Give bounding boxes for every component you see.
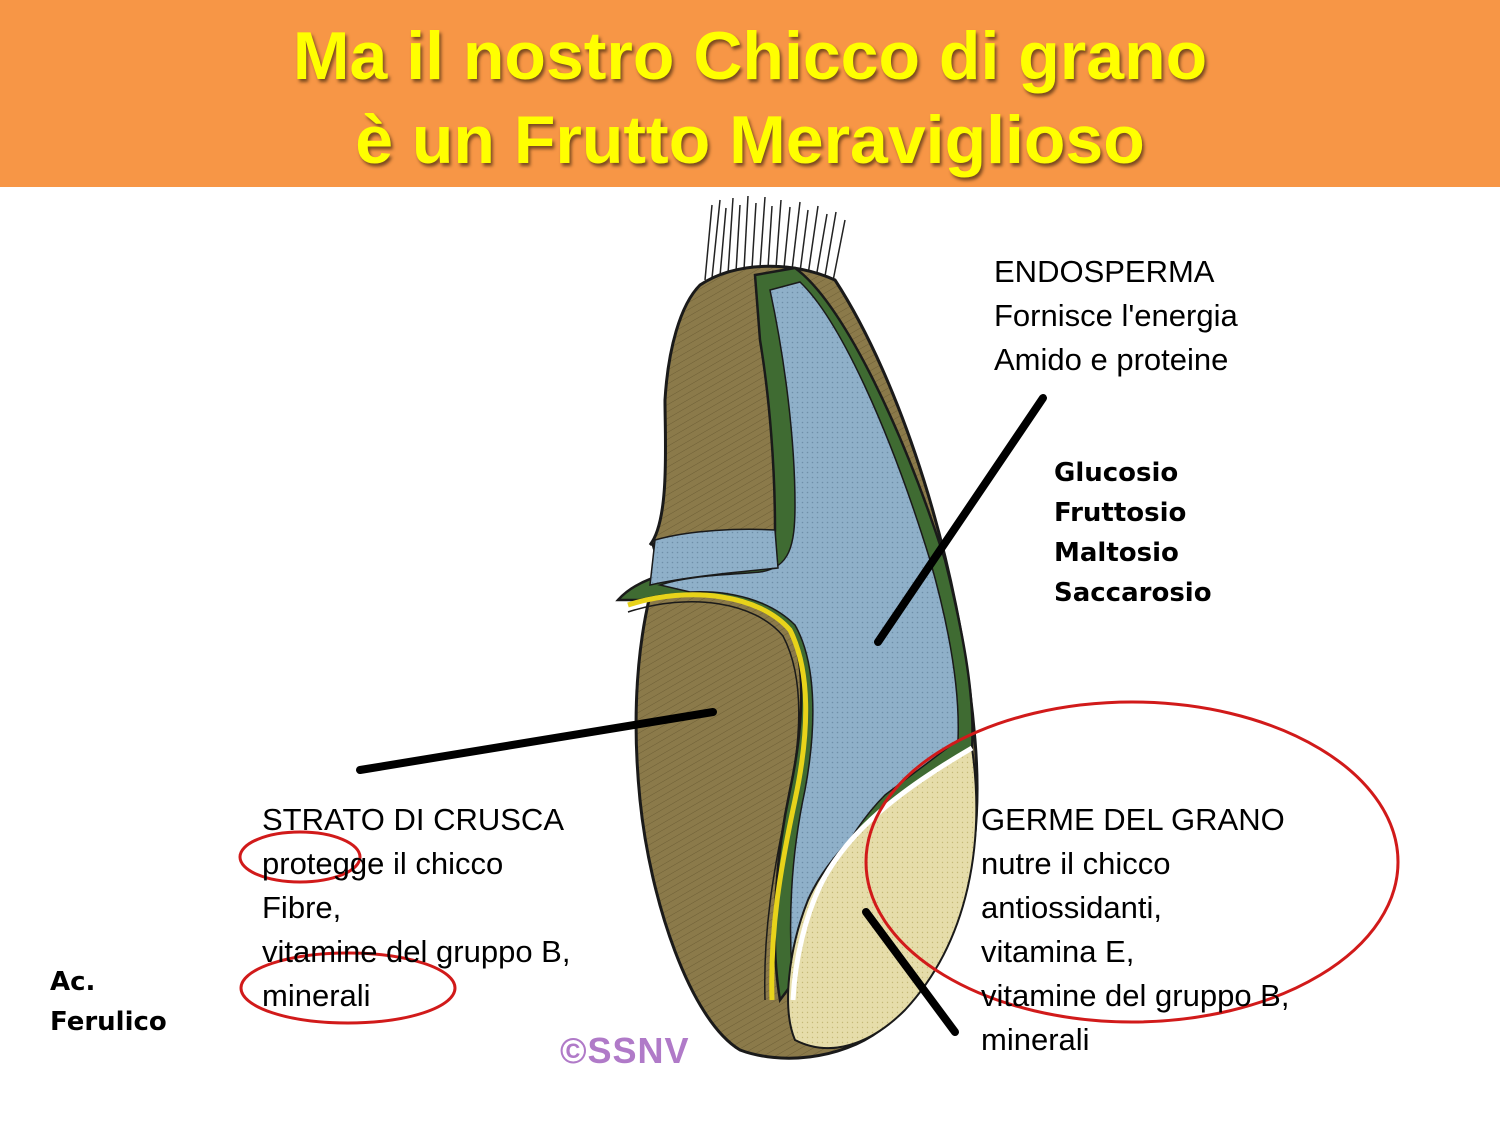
germe-label: GERME DEL GRANO nutre il chicco antiossi…: [981, 798, 1289, 1062]
title-line-2: è un Frutto Meraviglioso: [355, 102, 1145, 178]
ferulic-acid-label: Ac. Ferulico: [50, 962, 167, 1042]
title-line-1: Ma il nostro Chicco di grano: [292, 18, 1208, 94]
endosperma-line-2: Amido e proteine: [994, 342, 1229, 377]
crusca-line-2: Fibre,: [262, 890, 342, 925]
crusca-heading: STRATO DI CRUSCA: [262, 802, 564, 837]
germe-line-3: vitamina E,: [981, 934, 1135, 969]
germe-line-1: nutre il chicco: [981, 846, 1171, 881]
germe-heading: GERME DEL GRANO: [981, 802, 1285, 837]
crusca-line-3: vitamine del gruppo B,: [262, 934, 571, 969]
ferulic-line-1: Ac.: [50, 967, 96, 997]
protegge-highlight-circle: [238, 830, 362, 884]
crusca-line-1: protegge il chicco: [262, 846, 504, 881]
sugar-item: Glucosio: [1054, 458, 1179, 488]
ferulic-line-2: Ferulico: [50, 1007, 167, 1037]
scutellum-line: [627, 592, 809, 1001]
brush-hairs: [704, 195, 846, 287]
germ-pointer: [862, 908, 959, 1036]
endosperm-shape: [657, 281, 959, 977]
watermark: ©SSNV: [560, 1030, 690, 1071]
germ-white-edge: [790, 745, 974, 1001]
sugar-item: Saccarosio: [1054, 578, 1212, 608]
sugar-item: Fruttosio: [1054, 498, 1187, 528]
endosperma-line-1: Fornisce l'energia: [994, 298, 1238, 333]
germe-line-4: vitamine del gruppo B,: [981, 978, 1290, 1013]
crusca-label: STRATO DI CRUSCA protegge il chicco Fibr…: [262, 798, 570, 1018]
slide-title: Ma il nostro Chicco di grano è un Frutto…: [0, 14, 1500, 182]
germ-highlight-circle: [864, 700, 1400, 1024]
germe-line-2: antiossidanti,: [981, 890, 1162, 925]
germe-line-5: minerali: [981, 1022, 1090, 1057]
bran-pointer: [356, 708, 717, 774]
title-banner: [0, 0, 1500, 187]
endosperm-pointer: [874, 394, 1047, 646]
crusca-line-4: minerali: [262, 978, 371, 1013]
endosperma-heading: ENDOSPERMA: [994, 254, 1215, 289]
scutellum-outline: [627, 601, 800, 1001]
sugars-list: Glucosio Fruttosio Maltosio Saccarosio: [1054, 453, 1212, 613]
minerali-highlight-circle: [239, 951, 457, 1025]
sugar-item: Maltosio: [1054, 538, 1179, 568]
endosperma-label: ENDOSPERMA Fornisce l'energia Amido e pr…: [994, 250, 1238, 382]
endosperm-notch: [649, 528, 779, 586]
